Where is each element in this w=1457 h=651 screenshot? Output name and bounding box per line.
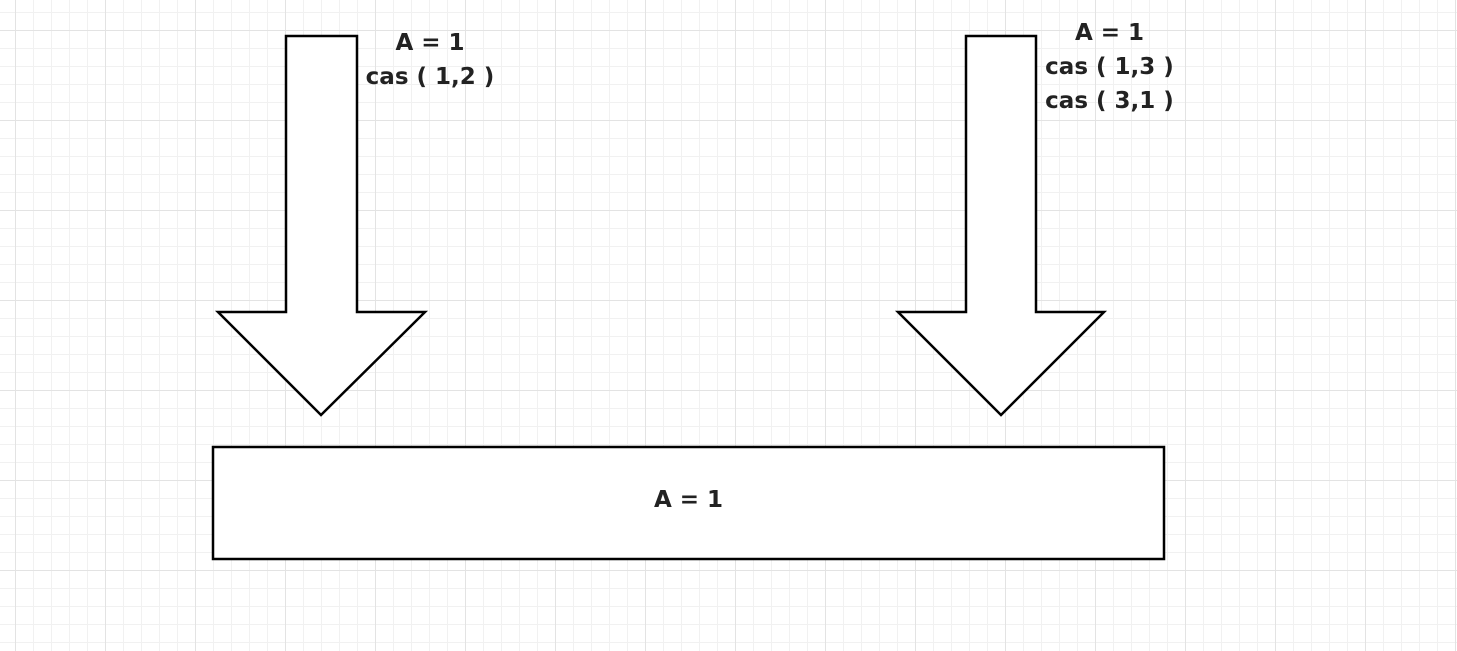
right-down-arrow[interactable] bbox=[894, 34, 1108, 417]
right-arrow-label-line: A = 1 bbox=[1074, 20, 1145, 46]
left-down-arrow[interactable] bbox=[214, 34, 429, 417]
target-box-label: A = 1 bbox=[213, 483, 1164, 517]
right-arrow-label: A = 1 cas ( 1,3 ) cas ( 3,1 ) bbox=[1032, 16, 1187, 118]
target-box-label-text: A = 1 bbox=[653, 487, 724, 513]
target-box[interactable] bbox=[211, 445, 1166, 561]
left-arrow-label-line: A = 1 bbox=[395, 30, 465, 56]
left-arrow-label: A = 1 cas ( 1,2 ) bbox=[355, 26, 505, 94]
right-arrow-label-line: cas ( 1,3 ) bbox=[1045, 54, 1174, 80]
right-arrow-label-line: cas ( 3,1 ) bbox=[1045, 88, 1174, 114]
left-arrow-label-line: cas ( 1,2 ) bbox=[365, 64, 495, 90]
